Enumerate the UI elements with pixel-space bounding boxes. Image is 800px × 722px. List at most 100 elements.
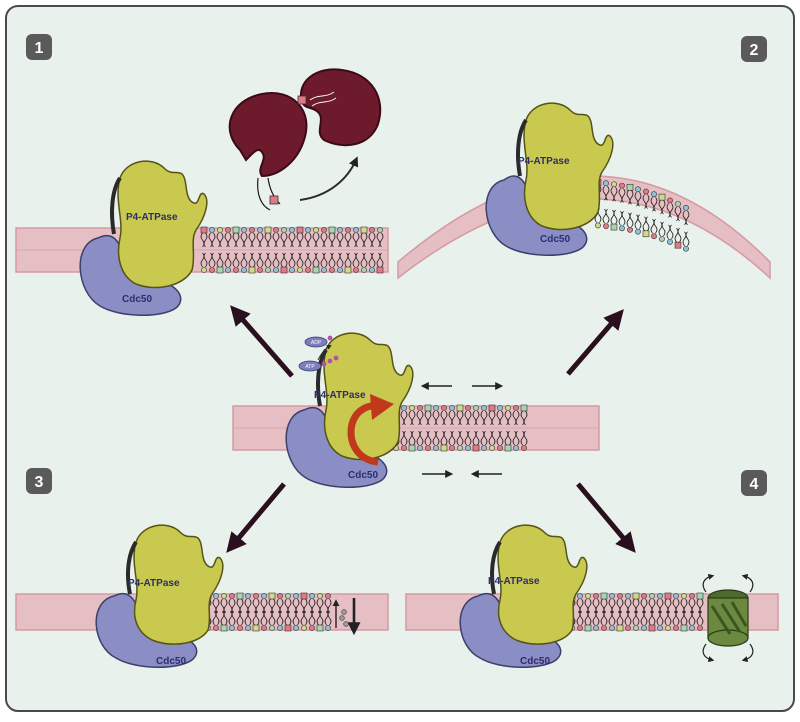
lipid-tail [248, 252, 253, 268]
lipid-tail [248, 232, 253, 248]
lipid-tail [675, 598, 680, 614]
lipid-tail [363, 232, 368, 248]
lipid-head [521, 445, 527, 451]
lipid-tail [610, 209, 615, 225]
lipid-tail [352, 232, 357, 248]
lipid-tail [376, 252, 381, 268]
lipid-bilayer-panel-1 [200, 226, 384, 274]
lipid-head [261, 625, 267, 631]
lipid-head [241, 227, 247, 233]
lipid-tail [432, 430, 437, 446]
lipid-tail [664, 610, 669, 626]
lipid-tail [616, 610, 621, 626]
lipid-head [305, 267, 311, 273]
lipid-head [611, 181, 617, 188]
lipid-tail [291, 232, 296, 248]
lipid-tail [451, 410, 456, 426]
lipid-tail [231, 610, 236, 626]
lipid-tail [308, 610, 313, 626]
lipid-head [317, 593, 323, 599]
lipid-tail [259, 232, 264, 248]
lipid-tail [448, 410, 453, 426]
lipid-tail [336, 252, 341, 268]
lipid-tail [303, 598, 308, 614]
lipid-tail [602, 185, 607, 201]
lipid-tail [312, 252, 317, 268]
lipid-head [344, 266, 352, 274]
lipid-tail [661, 199, 666, 215]
lipid-head [505, 405, 511, 411]
lipid-head [664, 592, 672, 600]
lipid-tail [658, 199, 663, 215]
lipid-tail [239, 598, 244, 614]
lipid-head [417, 405, 423, 411]
lipid-tail [648, 610, 653, 626]
lipid-head [593, 625, 599, 631]
label-p4atpase: P4-ATPase [126, 212, 178, 223]
lipid-tail [300, 598, 305, 614]
lipid-head [680, 624, 688, 632]
lipid-tail [271, 598, 276, 614]
lipid-head [616, 624, 624, 632]
lipid-head [488, 404, 496, 412]
lipid-head [229, 593, 235, 599]
lipid-head [659, 235, 665, 242]
label-p4atpase: P4-ATPase [314, 390, 366, 401]
lipid-head [603, 180, 609, 187]
lipid-tail [215, 610, 220, 626]
lipid-tail [683, 598, 688, 614]
lipid-tail [203, 252, 208, 268]
lipid-tail [376, 232, 381, 248]
lipid-tail [685, 210, 690, 226]
lipid-tail [483, 410, 488, 426]
lipid-tail [360, 232, 365, 248]
lipid-tail [480, 430, 485, 446]
lipid-tail [634, 214, 639, 229]
p4atpase-shape [133, 524, 224, 645]
lipid-tail [287, 610, 292, 626]
lipid-tail [267, 232, 272, 248]
lipid-head [337, 227, 343, 233]
lipid-tail [451, 430, 456, 446]
lipid-head [273, 227, 279, 233]
lipid-tail [691, 610, 696, 626]
lipid-head [325, 625, 331, 631]
lipid-tail [355, 252, 360, 268]
lipid-tail [632, 598, 637, 614]
lipid-tail [669, 224, 674, 240]
lipid-tail [440, 410, 445, 426]
lipid-head [313, 227, 319, 233]
lipid-head [285, 593, 291, 599]
lipid-head [657, 625, 663, 631]
lipid-tail [295, 610, 300, 626]
lipid-tail [459, 430, 464, 446]
lipid-head [325, 593, 331, 599]
lipid-tail [347, 252, 352, 268]
lipid-tail [255, 598, 260, 614]
lipid-head [329, 267, 335, 273]
lipid-tail [699, 610, 704, 626]
lipid-head [600, 592, 608, 600]
lipid-tail [400, 410, 405, 426]
lipid-tail [244, 598, 249, 614]
lipid-tail [656, 610, 661, 626]
arrow-to-panel-3 [226, 482, 286, 553]
lipid-tail [648, 598, 653, 614]
lipid-head [595, 222, 601, 229]
lipid-head [296, 226, 304, 234]
lipid-tail [299, 232, 304, 248]
lipid-tail [419, 430, 424, 446]
lipid-head [377, 227, 383, 233]
lipid-tail [608, 598, 613, 614]
lipid-tail [515, 410, 520, 426]
lipid-head [425, 445, 431, 451]
lipid-head [353, 227, 359, 233]
panel-badge-4: 4 [741, 470, 767, 496]
lipid-tail [319, 598, 324, 614]
lipid-tail [640, 610, 645, 626]
lipid-tail [496, 430, 501, 446]
lipid-tail [408, 430, 413, 446]
lipid-tail [260, 610, 265, 626]
lipid-tail [316, 598, 321, 614]
